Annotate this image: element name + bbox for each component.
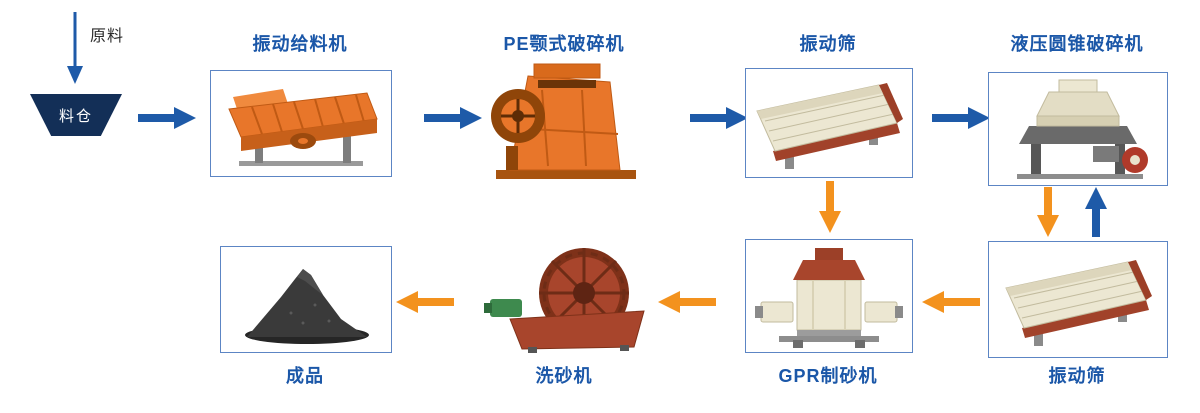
sand-washer-image	[484, 248, 645, 353]
gpr-sand-maker-image	[755, 248, 903, 348]
finished-product-box	[220, 246, 392, 353]
arrow-silo-to-feeder-icon	[138, 107, 196, 129]
arrow-gpr-to-washer-icon	[658, 291, 716, 313]
label-finished-product: 成品	[286, 366, 324, 386]
label-sand-washer: 洗砂机	[535, 366, 593, 386]
cone-crusher-image	[1017, 79, 1148, 179]
silo-label: 料仓	[58, 107, 93, 125]
label-vibrating-screen-top: 振动筛	[799, 34, 857, 54]
jaw-crusher-image	[491, 63, 636, 179]
vibrating-feeder-box	[210, 70, 392, 177]
arrow-screen-bottom-to-cone-icon	[1085, 187, 1107, 237]
gpr-sand-maker-box	[745, 239, 913, 353]
raw-material-label: 原料	[90, 28, 125, 45]
finished-product-pile-image	[245, 268, 369, 344]
arrow-screen-to-cone-icon	[932, 107, 990, 129]
arrow-jaw-to-screen-icon	[690, 107, 748, 129]
vibrating-feeder-image	[228, 89, 378, 166]
vibrating-screen-bottom-box	[988, 241, 1168, 358]
cone-crusher-box	[988, 72, 1168, 186]
label-vibrating-feeder: 振动给料机	[252, 34, 348, 54]
silo-shape: 料仓	[30, 94, 122, 136]
arrow-washer-to-product-icon	[396, 291, 454, 313]
label-cone-crusher: 液压圆锥破碎机	[1010, 34, 1144, 54]
vibrating-screen-top-box	[745, 68, 913, 178]
arrow-screenbottom-to-gpr-icon	[922, 291, 980, 313]
arrow-screen-to-sandmaker-icon	[819, 181, 841, 233]
arrow-feeder-to-jaw-icon	[424, 107, 482, 129]
vibrating-screen-top-image	[756, 83, 903, 169]
label-gpr-sand-maker: GPR制砂机	[778, 366, 878, 386]
vibrating-screen-bottom-image	[1005, 259, 1152, 346]
raw-material-down-arrow-icon	[67, 12, 83, 84]
jaw-crusher-figure	[478, 53, 650, 185]
label-vibrating-screen-bottom: 振动筛	[1048, 366, 1106, 386]
sand-washer-figure	[478, 240, 650, 356]
label-jaw-crusher: PE颚式破碎机	[503, 34, 625, 54]
arrow-cone-to-screen-bottom-icon	[1037, 187, 1059, 237]
